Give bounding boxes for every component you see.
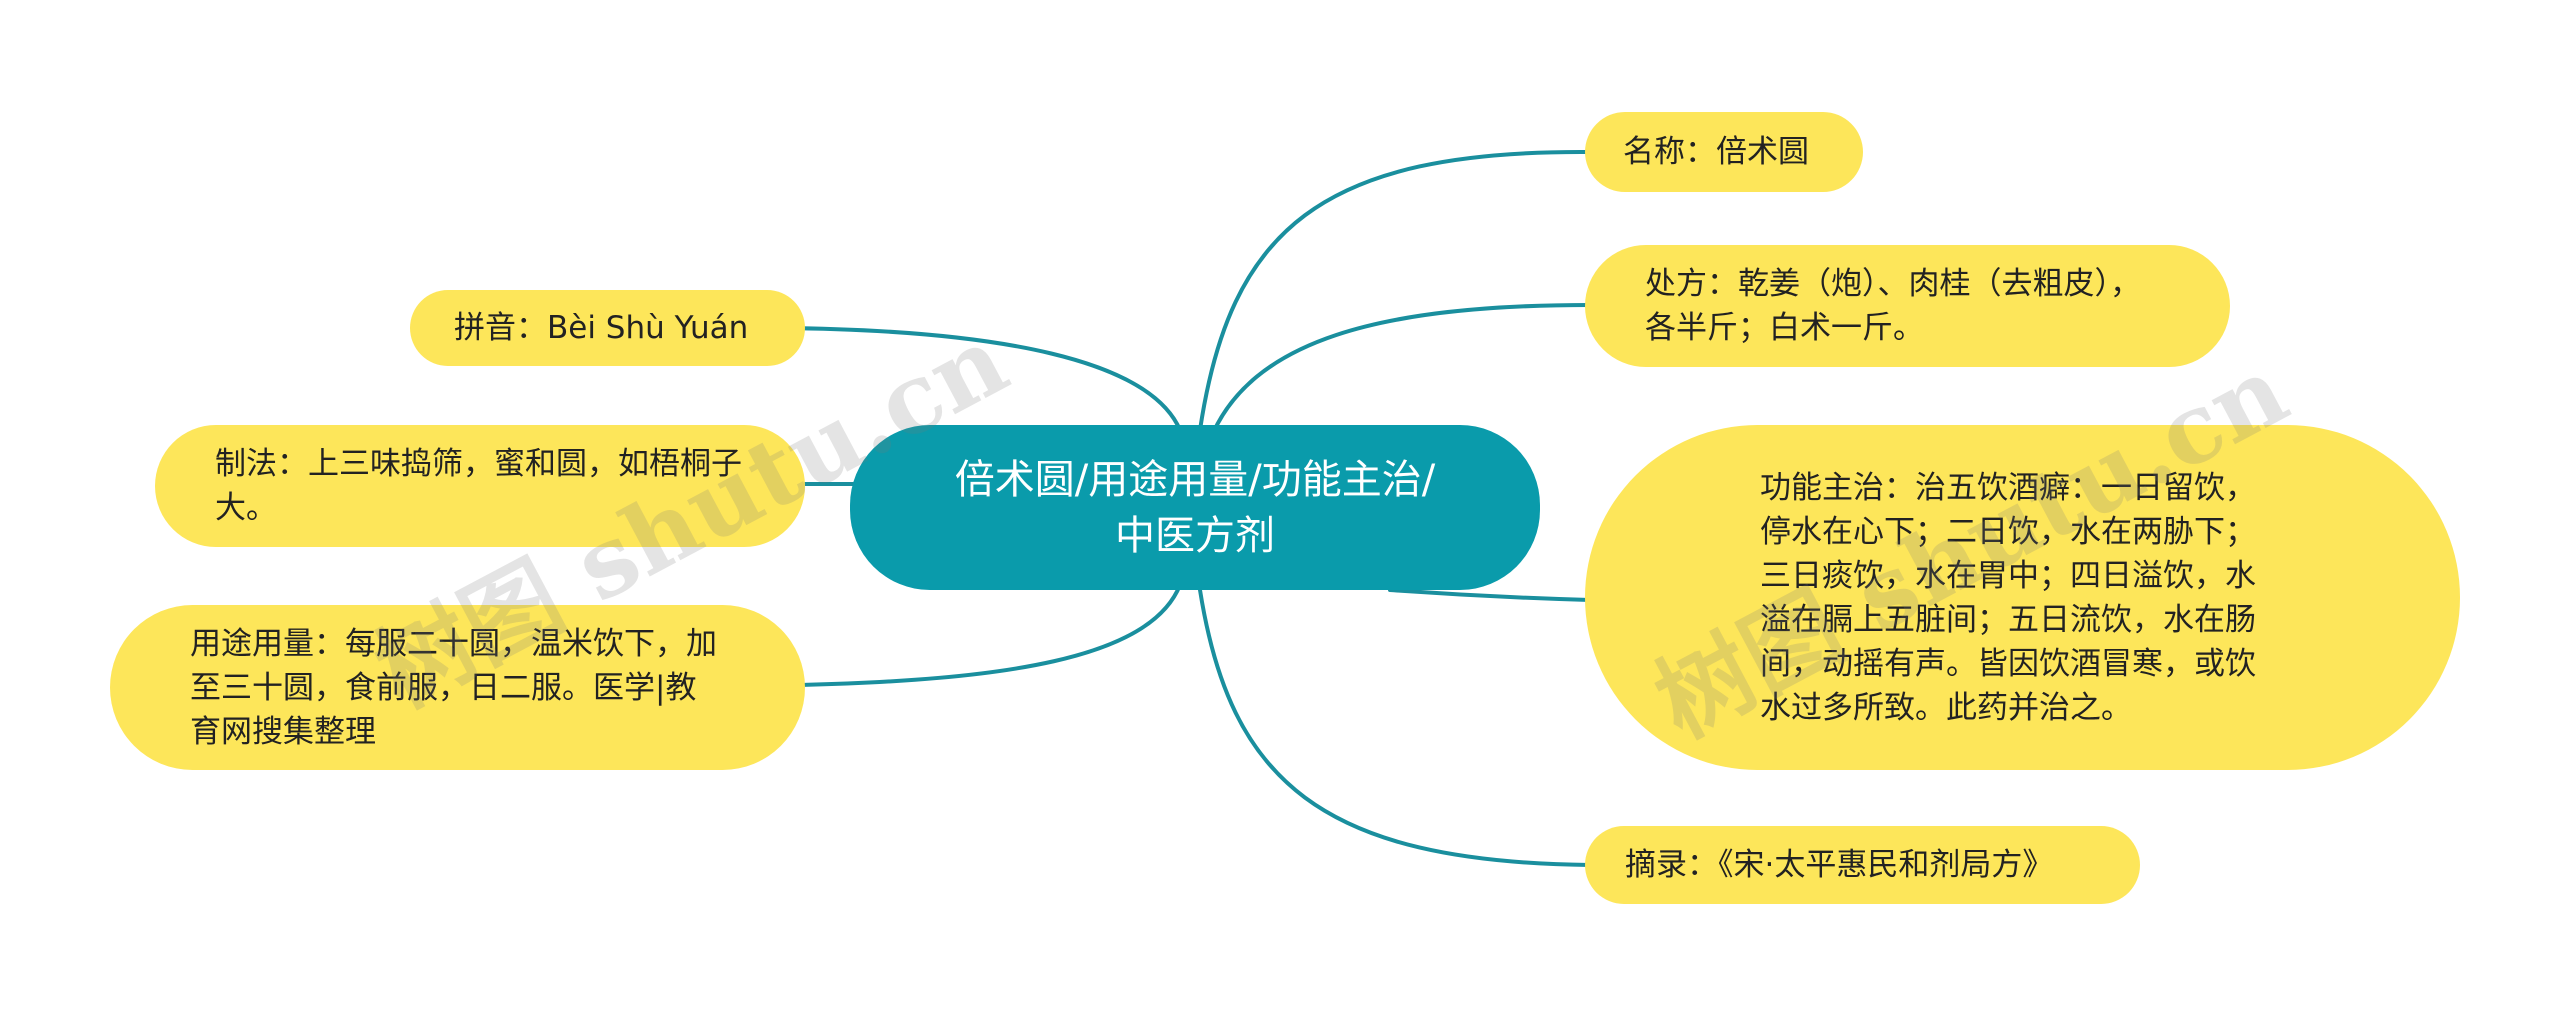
node-preparation-label: 制法：上三味捣筛，蜜和圆，如梧桐子大。 — [215, 446, 742, 526]
connector-prescription — [1208, 303, 1592, 442]
root-topic[interactable]: 倍术圆/用途用量/功能主治/中医方剂 — [850, 425, 1540, 590]
node-name[interactable]: 名称：倍术圆 — [1585, 112, 1863, 192]
node-usage-label: 用途用量：每服二十圆，温米饮下，加至三十圆，食前服，日二服。医学|教育网搜集整理 — [190, 625, 717, 750]
node-source-label: 摘录：《宋·太平惠民和剂局方》 — [1625, 847, 2054, 883]
node-prescription-label: 处方：乾姜（炮）、肉桂（去粗皮），各半斤；白术一斤。 — [1645, 266, 2141, 346]
node-preparation[interactable]: 制法：上三味捣筛，蜜和圆，如梧桐子大。 — [155, 425, 805, 547]
node-pinyin[interactable]: 拼音：Bèi Shù Yuán — [410, 290, 805, 366]
node-source[interactable]: 摘录：《宋·太平惠民和剂局方》 — [1585, 826, 2140, 904]
connector-function — [1388, 588, 1592, 602]
node-name-label: 名称：倍术圆 — [1623, 134, 1809, 170]
connector-pinyin — [778, 326, 1182, 432]
node-prescription[interactable]: 处方：乾姜（炮）、肉桂（去粗皮），各半斤；白术一斤。 — [1585, 245, 2230, 367]
node-pinyin-label: 拼音：Bèi Shù Yuán — [454, 310, 749, 346]
connector-source — [1198, 588, 1592, 867]
node-function[interactable]: 功能主治：治五饮酒癖：一日留饮，停水在心下；二日饮，水在两胁下；三日痰饮，水在胃… — [1585, 425, 2460, 770]
connector-name — [1198, 149, 1592, 432]
connector-usage — [798, 583, 1182, 687]
node-function-label: 功能主治：治五饮酒癖：一日留饮，停水在心下；二日饮，水在两胁下；三日痰饮，水在胃… — [1760, 469, 2256, 726]
node-usage[interactable]: 用途用量：每服二十圆，温米饮下，加至三十圆，食前服，日二服。医学|教育网搜集整理 — [110, 605, 805, 770]
root-topic-label: 倍术圆/用途用量/功能主治/中医方剂 — [954, 456, 1436, 559]
